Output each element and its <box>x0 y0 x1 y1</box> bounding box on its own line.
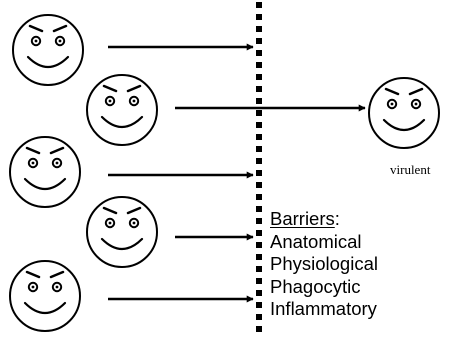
barriers-title: Barriers: <box>270 208 378 231</box>
barrier-dash <box>256 14 262 20</box>
barrier-dash <box>256 98 262 104</box>
barrier-dash <box>256 194 262 200</box>
barrier-dash <box>256 122 262 128</box>
microbe-face <box>9 136 81 208</box>
barriers-title-colon: : <box>334 208 340 229</box>
barrier-item-physiological: Physiological <box>270 253 378 274</box>
barrier-dash <box>256 26 262 32</box>
barrier-dash <box>256 182 262 188</box>
microbe-face <box>86 196 158 268</box>
microbe-face <box>12 14 84 86</box>
barrier-dash <box>256 266 262 272</box>
barrier-dash <box>256 86 262 92</box>
barrier-dash <box>256 146 262 152</box>
barrier-dash <box>256 2 262 8</box>
barrier-dash <box>256 206 262 212</box>
barrier-item-phagocytic: Phagocytic <box>270 275 361 297</box>
barrier-dash <box>256 326 262 332</box>
barrier-item-inflammatory: Inflammatory <box>270 298 377 319</box>
microbe-face <box>86 74 158 146</box>
microbe-faces <box>9 14 440 332</box>
barrier-dash <box>256 62 262 68</box>
virulent-label: virulent <box>390 162 431 177</box>
barrier-dash <box>256 290 262 296</box>
barrier-dash <box>256 50 262 56</box>
barrier-dash <box>256 110 262 116</box>
barrier-dash <box>256 278 262 284</box>
virulent-microbe-face <box>368 77 440 149</box>
barrier-dash <box>256 74 262 80</box>
barrier-dash <box>256 254 262 260</box>
barrier-dash <box>256 218 262 224</box>
barrier-item-anatomical: Anatomical <box>270 230 362 252</box>
barrier-dash <box>256 38 262 44</box>
barrier-dash <box>256 134 262 140</box>
barriers-title-text: Barriers <box>270 208 335 229</box>
barrier-dash <box>256 230 262 236</box>
barrier-dash <box>256 158 262 164</box>
barrier-dash <box>256 302 262 308</box>
barriers-list: Barriers: Anatomical Physiological Phago… <box>270 208 378 321</box>
microbe-face <box>9 260 81 332</box>
arrows <box>108 43 366 303</box>
barrier-dotted-line <box>256 2 262 332</box>
barrier-dash <box>256 170 262 176</box>
barrier-dash <box>256 314 262 320</box>
barrier-dash <box>256 242 262 248</box>
